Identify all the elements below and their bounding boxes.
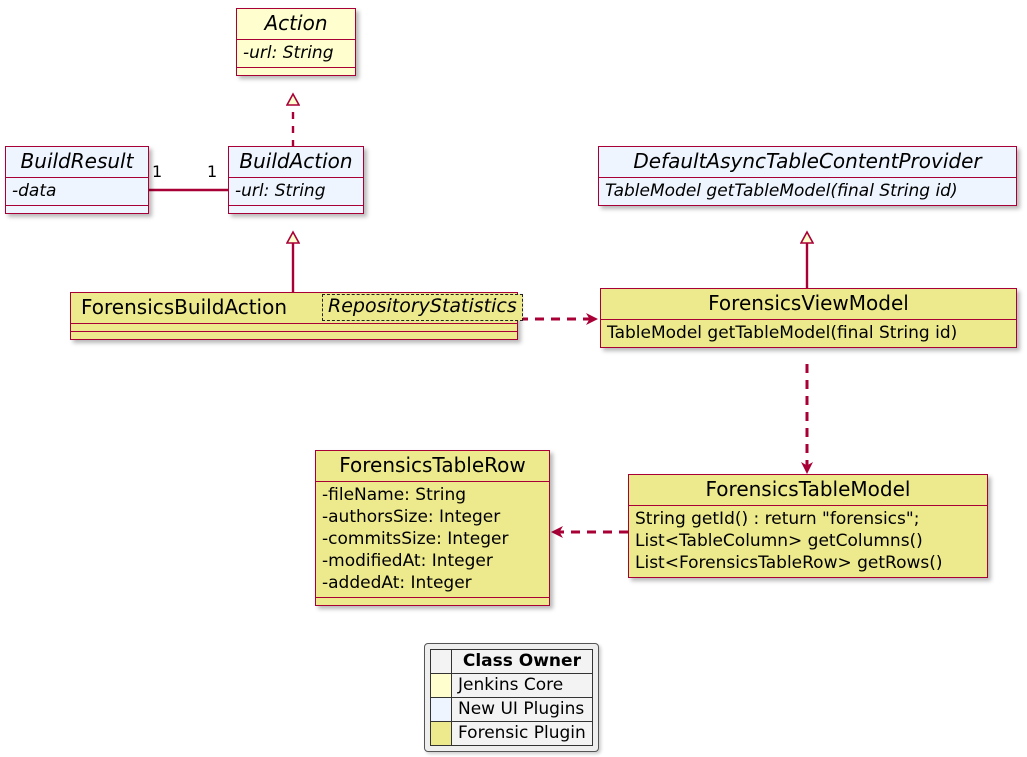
class-methods-action [237,68,355,75]
class-methods-forensicstablemodel: String getId() : return "forensics"; Lis… [635,509,943,574]
class-box-forensicstablerow[interactable]: ForensicsTableRow -fileName: String -aut… [315,450,550,607]
legend-swatch-jenkins-core [430,673,452,698]
legend-header-swatch [430,649,452,674]
class-separator [71,331,517,332]
legend-class-owner: Class Owner Jenkins Core New UI Plugins … [424,643,599,752]
class-methods-forensicstablerow [316,598,549,605]
class-separator [6,177,148,178]
class-box-forensicstablemodel[interactable]: ForensicsTableModel String getId() : ret… [628,474,988,579]
legend-header-label: Class Owner [451,649,593,674]
class-attributes-forensicsbuildaction [71,324,517,331]
class-methods-buildresult [6,206,148,213]
legend-row-forensic-plugin: Forensic Plugin [430,721,593,746]
class-separator [629,505,987,506]
class-title-forensicsviewmodel: ForensicsViewModel [708,291,909,315]
class-title-buildresult: BuildResult [20,149,134,173]
legend-label-forensic-plugin: Forensic Plugin [451,721,593,746]
class-box-action[interactable]: Action -url: String [236,8,356,77]
class-methods-defaultasynctablecontentprovider: TableModel getTableModel(final String id… [605,181,958,201]
legend-label-new-ui-plugins: New UI Plugins [451,697,593,722]
class-separator [237,39,355,40]
class-separator [601,319,1016,320]
class-attributes-buildaction: -url: String [235,181,326,201]
legend-header-row: Class Owner [430,649,593,674]
class-title-buildaction: BuildAction [239,149,353,173]
legend-label-jenkins-core: Jenkins Core [451,673,593,698]
class-separator [229,177,363,178]
legend-swatch-forensic-plugin [430,721,452,746]
legend-table: Class Owner Jenkins Core New UI Plugins … [430,649,593,746]
class-title-forensicsbuildaction: ForensicsBuildAction [81,295,288,319]
class-separator [229,205,363,207]
class-attributes-forensicstablerow: -fileName: String -authorsSize: Integer … [322,485,509,594]
class-box-defaultasynctablecontentprovider[interactable]: DefaultAsyncTableContentProvider TableMo… [598,146,1017,207]
class-box-forensicsviewmodel[interactable]: ForensicsViewModel TableModel getTableMo… [600,288,1017,349]
class-methods-buildaction [229,206,363,213]
legend-row-new-ui-plugins: New UI Plugins [430,697,593,722]
legend-swatch-new-ui-plugins [430,697,452,722]
class-title-forensicstablerow: ForensicsTableRow [339,453,526,477]
stereotype-label-repositorystatistics: RepositoryStatistics [322,294,523,321]
class-separator [316,597,549,599]
class-box-buildaction[interactable]: BuildAction -url: String [228,146,364,215]
class-methods-forensicsviewmodel: TableModel getTableModel(final String id… [607,323,958,343]
class-box-buildresult[interactable]: BuildResult -data [5,146,149,215]
legend-row-jenkins-core: Jenkins Core [430,673,593,698]
class-separator [599,177,1016,178]
class-title-defaultasynctablecontentprovider: DefaultAsyncTableContentProvider [633,149,982,173]
class-separator [237,67,355,69]
class-attributes-action: -url: String [243,43,334,63]
class-attributes-buildresult: -data [12,181,57,201]
class-title-action: Action [264,11,328,35]
class-separator [316,481,549,482]
class-methods-forensicsbuildaction [71,332,517,339]
multiplicity-target: 1 [207,162,218,181]
class-separator [71,323,517,324]
multiplicity-source: 1 [152,162,163,181]
class-title-forensicstablemodel: ForensicsTableModel [705,477,911,501]
class-separator [6,205,148,207]
